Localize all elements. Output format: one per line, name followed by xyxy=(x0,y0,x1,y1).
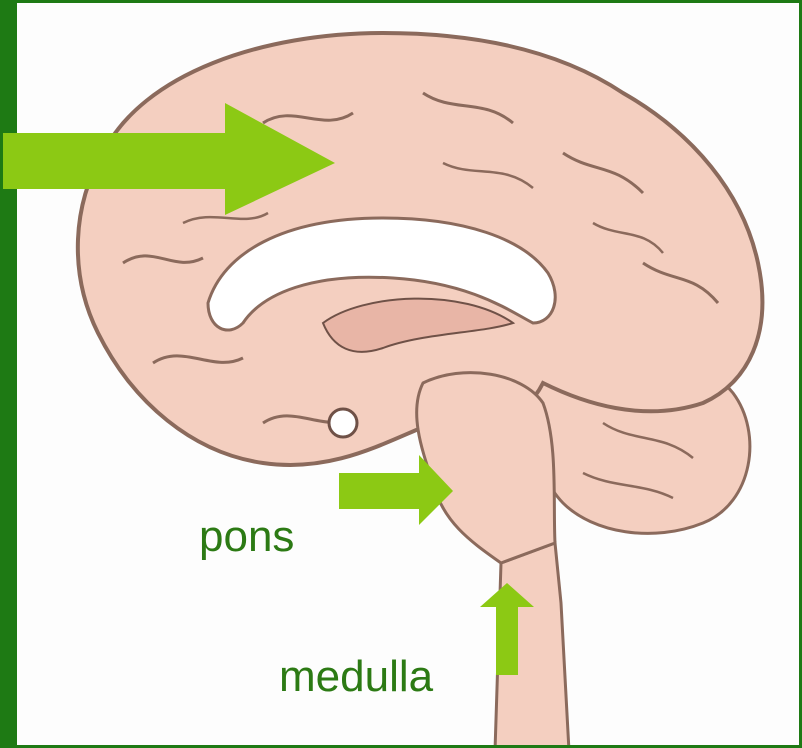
pituitary xyxy=(329,409,357,437)
brain-illustration xyxy=(3,3,802,748)
pons-label: pons xyxy=(199,515,294,559)
medulla-label: medulla xyxy=(279,655,433,699)
brain-stem xyxy=(417,373,555,563)
